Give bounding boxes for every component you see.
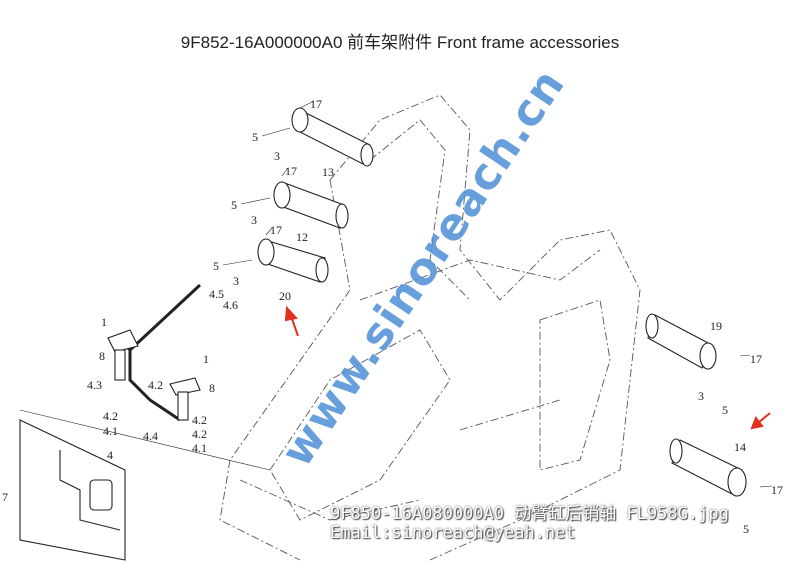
callout: 20: [279, 289, 291, 303]
pin-20: [257, 238, 329, 283]
callout: 17: [310, 97, 322, 111]
leader-lines: [19, 100, 773, 488]
callout: 7: [2, 490, 8, 504]
callout: 5: [231, 198, 237, 212]
callout: 5: [743, 522, 749, 536]
callout: 3: [251, 213, 257, 227]
caption-filename: 9F850-16A080000A0 动臂缸后销轴 FL958G.jpg: [330, 504, 729, 524]
callout: 17: [270, 223, 282, 237]
callout: 8: [209, 381, 215, 395]
callout: 5: [252, 130, 258, 144]
pin-14: [669, 438, 747, 497]
callout: 3: [274, 149, 280, 163]
callout: 5: [722, 403, 728, 417]
callout: 17: [750, 352, 762, 366]
callout: 4.3: [87, 378, 102, 392]
callout: 1: [101, 315, 107, 329]
front-frame-outline: [219, 94, 641, 561]
red-arrows: [284, 305, 771, 430]
callout: 4.5: [209, 287, 224, 301]
callout: 13: [322, 165, 334, 179]
callout: 12: [296, 230, 308, 244]
caption-email: Email:sinoreach@yeah.net: [330, 523, 576, 543]
callout: 4.2: [192, 413, 207, 427]
callout: 4: [107, 448, 113, 462]
pin-13: [291, 107, 374, 167]
callout: 4.1: [103, 424, 118, 438]
pin-12: [273, 181, 349, 229]
callout-labels: 17 5 3 13 17 5 3 12 17 5 3 20 4.5 4.6 1 …: [2, 97, 783, 536]
diagram-title: 9F852-16A000000A0 前车架附件 Front frame acce…: [180, 33, 620, 52]
callout: 5: [213, 259, 219, 273]
pins: [19, 107, 747, 561]
callout: 4.2: [103, 409, 118, 423]
callout: 19: [710, 319, 722, 333]
callout: 4.1: [192, 441, 207, 455]
callout: 14: [734, 440, 746, 454]
callout: 4.4: [143, 429, 158, 443]
callout: 1: [203, 352, 209, 366]
callout: 17: [285, 164, 297, 178]
arrow-icon: [757, 412, 771, 424]
callout: 3: [233, 274, 239, 288]
callout: 4.6: [223, 298, 238, 312]
pin-19: [645, 313, 717, 370]
callout: 4.2: [148, 378, 163, 392]
callout: 4.2: [192, 427, 207, 441]
grease-line: [128, 283, 202, 352]
callout: 3: [698, 389, 704, 403]
callout: 17: [771, 483, 783, 497]
callout: 8: [99, 349, 105, 363]
